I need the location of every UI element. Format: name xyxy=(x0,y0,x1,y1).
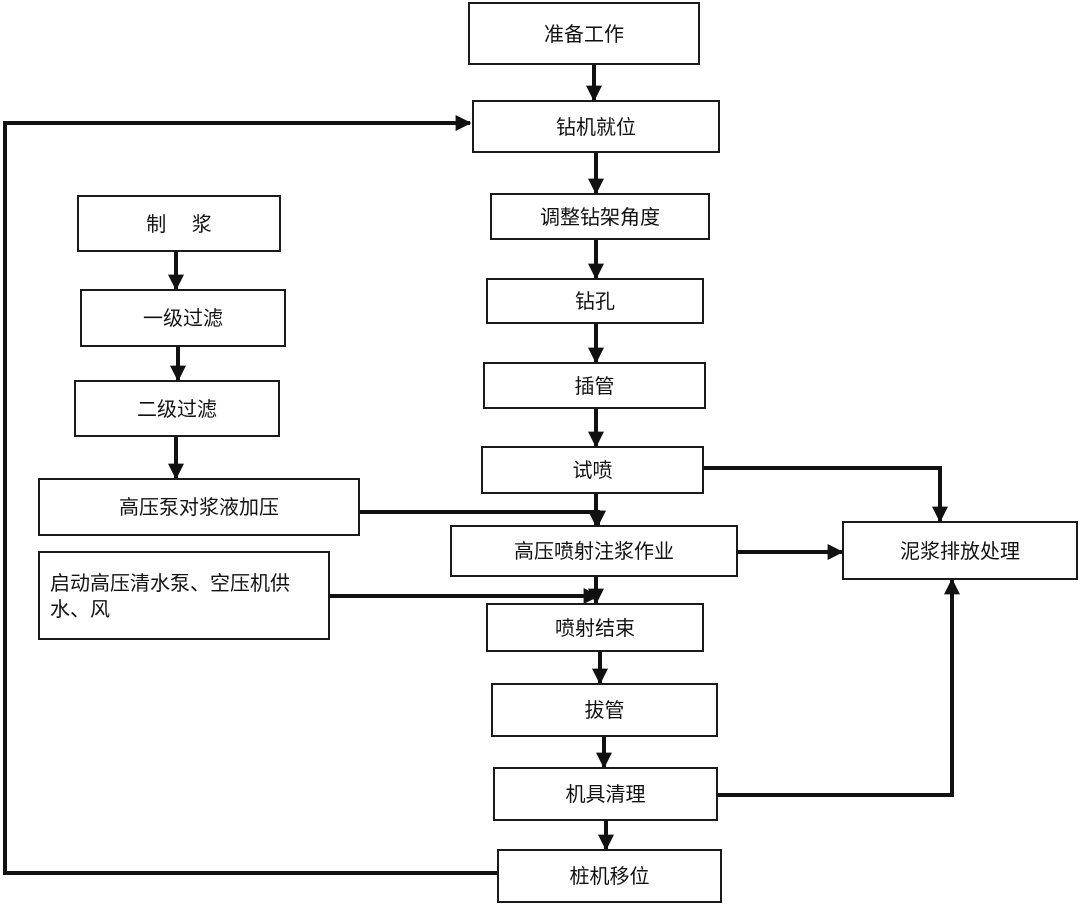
step-drill: 钻孔 xyxy=(486,278,704,324)
step-grouting-label: 高压喷射注浆作业 xyxy=(514,539,674,563)
step-rig-position-label: 钻机就位 xyxy=(556,114,636,139)
step-test-spray: 试喷 xyxy=(481,446,704,494)
slurry-filter2: 二级过滤 xyxy=(74,380,280,437)
slurry-make: 制 浆 xyxy=(77,195,281,252)
step-pull-pipe: 拔管 xyxy=(491,683,718,737)
slurry-pressurize: 高压泵对浆液加压 xyxy=(38,478,360,536)
step-pull-pipe-label: 拔管 xyxy=(584,698,625,722)
step-test-spray-label: 试喷 xyxy=(572,458,613,482)
slurry-filter2-label: 二级过滤 xyxy=(137,396,217,421)
slurry-filter1: 一级过滤 xyxy=(80,289,286,347)
arrow-test-to-mud xyxy=(704,466,948,523)
step-spray-end: 喷射结束 xyxy=(486,603,704,652)
supply-start-pumps: 启动高压清水泵、空压机供水、风 xyxy=(38,551,330,640)
step-prep: 准备工作 xyxy=(468,2,700,65)
arrow-cleaning-to-mud xyxy=(718,578,960,797)
slurry-pressurize-label: 高压泵对浆液加压 xyxy=(119,495,279,519)
arrow-pressurize-to-grouting xyxy=(360,510,606,527)
step-insert-pipe-label: 插管 xyxy=(574,373,615,398)
step-rig-move-label: 桩机移位 xyxy=(569,864,650,888)
slurry-make-label: 制 浆 xyxy=(146,211,212,236)
step-insert-pipe: 插管 xyxy=(483,362,706,409)
step-cleaning: 机具清理 xyxy=(493,767,718,821)
step-cleaning-label: 机具清理 xyxy=(565,782,646,806)
step-mud-disposal-label: 泥浆排放处理 xyxy=(900,538,1020,563)
step-spray-end-label: 喷射结束 xyxy=(555,615,635,640)
arrow-move-back-to-rig xyxy=(3,115,497,875)
supply-start-pumps-label: 启动高压清水泵、空压机供水、风 xyxy=(50,570,290,621)
step-adjust-angle-label: 调整钻架角度 xyxy=(540,204,660,229)
step-rig-move: 桩机移位 xyxy=(497,849,722,903)
step-mud-disposal: 泥浆排放处理 xyxy=(842,521,1078,580)
step-drill-label: 钻孔 xyxy=(575,289,615,313)
step-rig-position: 钻机就位 xyxy=(472,100,720,153)
step-adjust-angle: 调整钻架角度 xyxy=(490,193,710,240)
slurry-filter1-label: 一级过滤 xyxy=(143,306,223,330)
step-prep-label: 准备工作 xyxy=(544,21,624,46)
step-grouting: 高压喷射注浆作业 xyxy=(450,525,738,577)
